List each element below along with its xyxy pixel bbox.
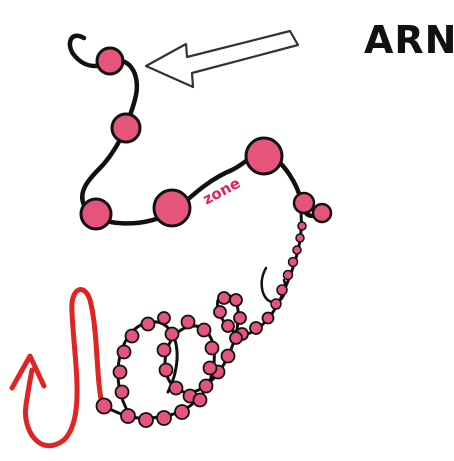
curved-arrow-icon: [9, 287, 105, 449]
bead: [156, 342, 172, 358]
bead: [295, 233, 305, 243]
bead: [95, 397, 113, 415]
arrow-body: [144, 29, 300, 89]
spiral-beads: [95, 221, 307, 428]
bead: [292, 191, 316, 215]
bead: [244, 136, 284, 176]
bead: [270, 298, 282, 310]
hollow-arrow-icon: [144, 29, 300, 89]
bead: [116, 344, 132, 360]
bead: [152, 188, 192, 228]
bead: [229, 293, 243, 307]
bead: [164, 326, 180, 342]
zone-label: zone: [200, 174, 244, 209]
bead: [180, 314, 196, 330]
bead: [276, 284, 288, 296]
bead: [287, 256, 299, 268]
bead: [110, 112, 142, 144]
bead: [156, 410, 172, 426]
bead: [158, 362, 174, 378]
title: ARN: [364, 18, 454, 62]
bead: [174, 404, 190, 420]
bead: [292, 245, 302, 255]
bead: [213, 305, 227, 319]
bead: [249, 321, 263, 335]
bead: [282, 269, 294, 281]
bead: [204, 340, 220, 356]
bead: [95, 46, 125, 76]
bead: [311, 202, 333, 224]
bead: [120, 408, 136, 424]
bead: [168, 380, 184, 396]
bead: [261, 311, 275, 325]
red-loop-path: [22, 287, 105, 449]
bead: [112, 364, 128, 380]
bead: [217, 291, 231, 305]
bead: [157, 311, 171, 325]
bead: [220, 348, 236, 364]
bead: [221, 319, 235, 333]
bead: [124, 328, 140, 344]
bead: [138, 412, 154, 428]
bead: [140, 316, 156, 332]
upper-beads: [79, 46, 333, 231]
bead: [192, 392, 208, 408]
bead: [196, 322, 212, 338]
red-arrowhead: [9, 353, 47, 391]
bead: [233, 311, 247, 325]
bead: [229, 331, 243, 345]
bead: [114, 384, 130, 400]
bead: [79, 197, 113, 231]
bead: [297, 221, 307, 231]
bead: [202, 360, 218, 376]
bead: [198, 378, 214, 394]
